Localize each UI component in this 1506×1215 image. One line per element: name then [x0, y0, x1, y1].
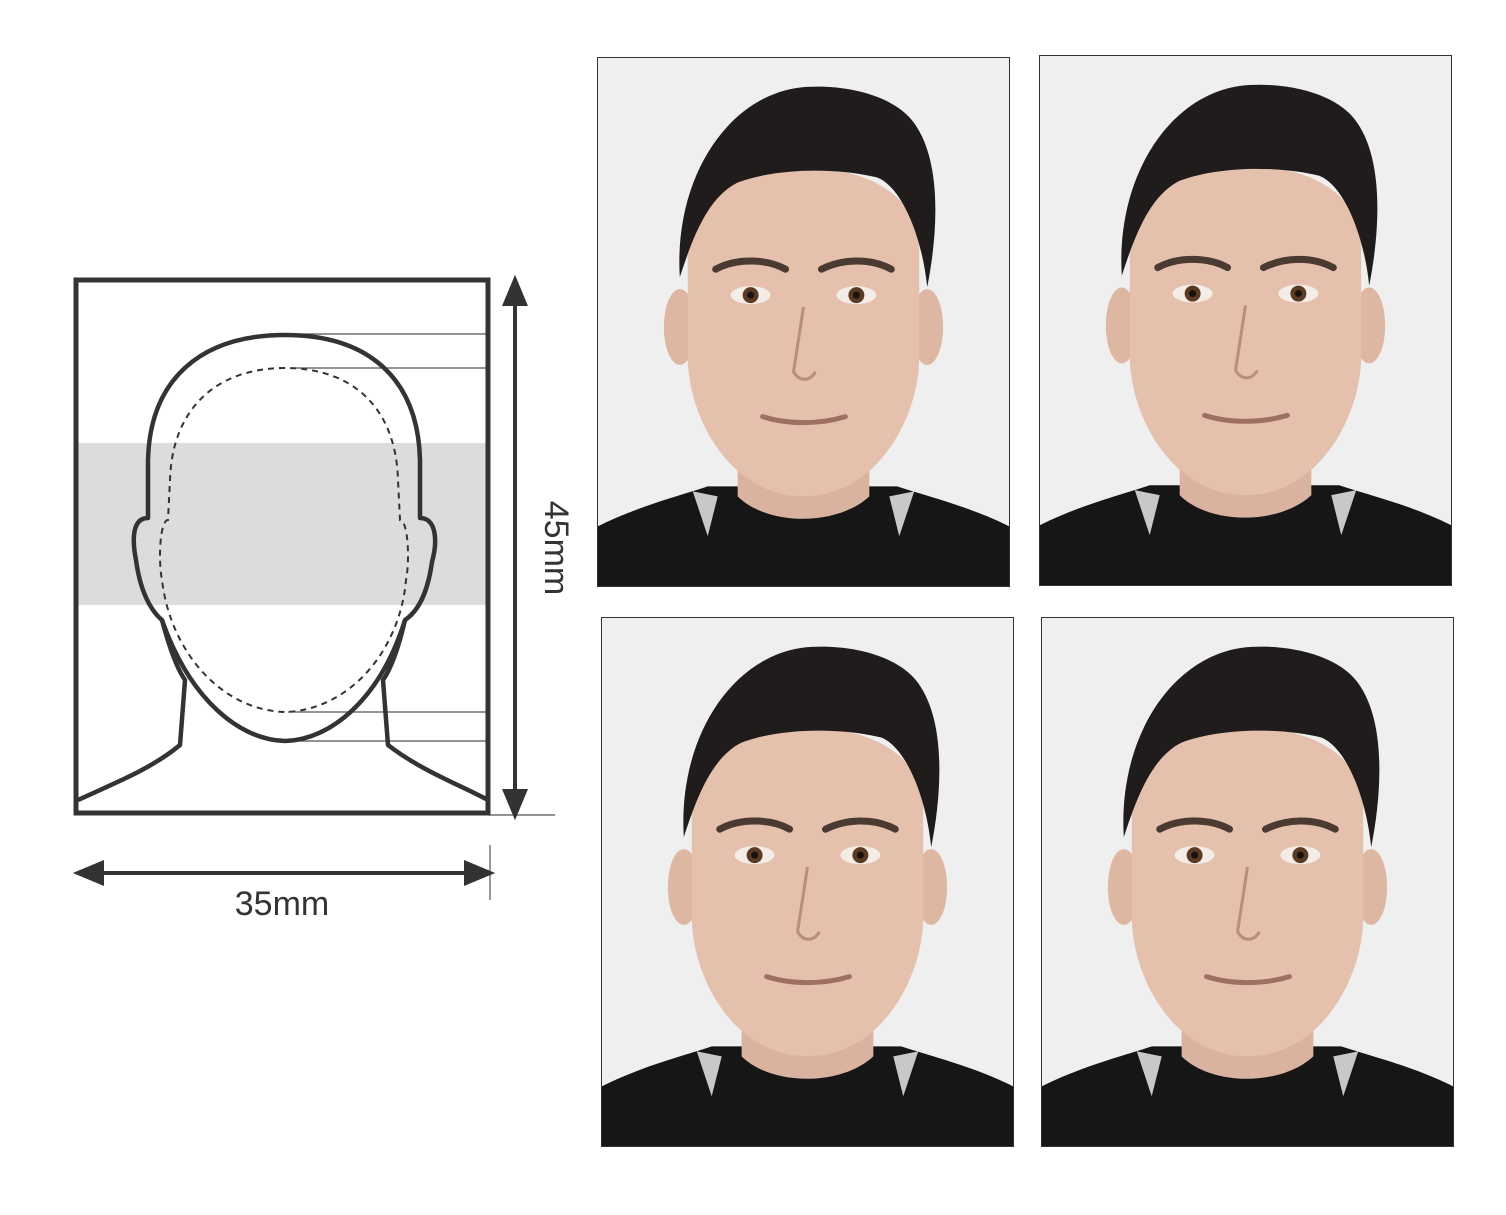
width-arrow: [72, 860, 496, 886]
photo-bottom-right: [1041, 617, 1454, 1147]
width-label: 35mm: [235, 885, 329, 923]
photo-frame-outline: [73, 277, 491, 816]
photo-top-left: [597, 57, 1010, 587]
height-label: 45mm: [537, 501, 575, 595]
portrait-image: [602, 618, 1013, 1146]
height-arrow: [502, 274, 528, 821]
face-outline-dashed: [159, 366, 409, 714]
head-outline: [77, 332, 490, 803]
photo-dimensions-diagram: 45mm 35mm: [72, 274, 575, 923]
photo-bottom-left: [601, 617, 1014, 1147]
portrait-image: [1040, 56, 1451, 585]
photo-top-right: [1039, 55, 1452, 586]
portrait-image: [598, 58, 1009, 586]
portrait-image: [1042, 618, 1453, 1146]
